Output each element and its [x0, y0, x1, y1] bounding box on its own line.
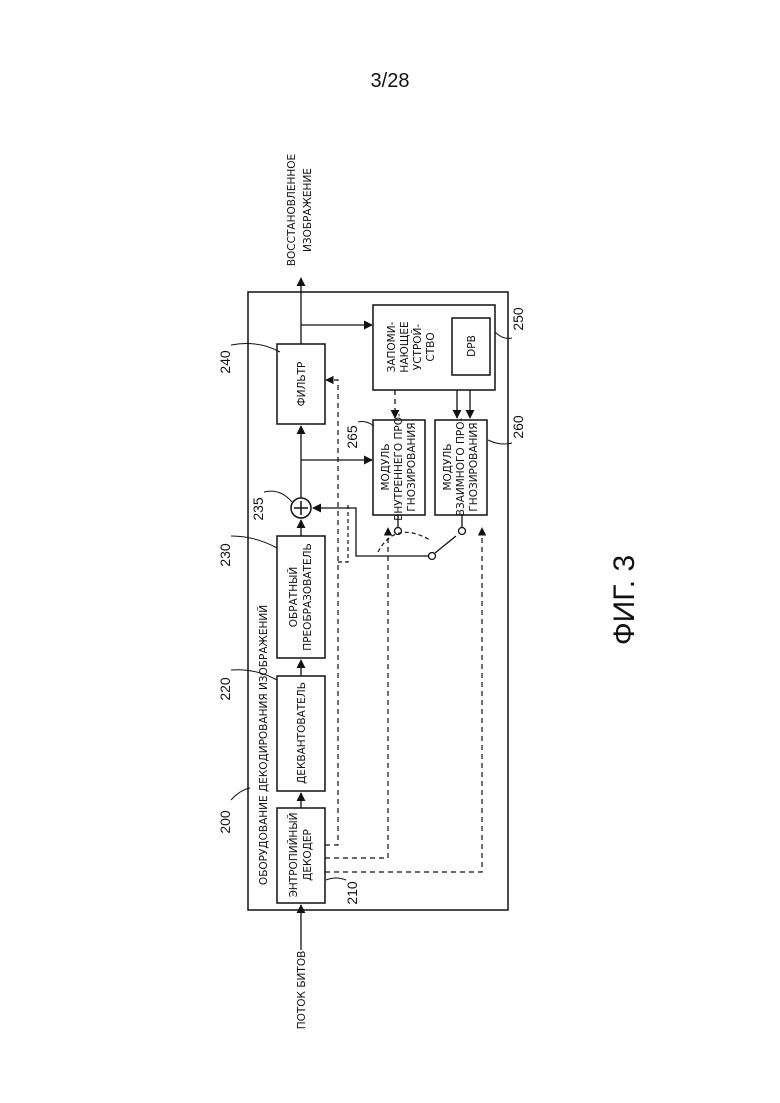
ref-260: 260: [510, 415, 526, 439]
svg-text:235: 235: [250, 497, 266, 521]
svg-text:ИЗОБРАЖЕНИЕ: ИЗОБРАЖЕНИЕ: [302, 168, 314, 252]
entropy-decoder-block: [277, 808, 325, 903]
svg-text:ЗАПОМИ-: ЗАПОМИ-: [386, 321, 398, 372]
svg-text:ЭНТРОПИЙНЫЙ: ЭНТРОПИЙНЫЙ: [287, 813, 300, 898]
svg-text:ОБРАТНЫЙ: ОБРАТНЫЙ: [287, 567, 300, 627]
ref-230: 230: [217, 543, 233, 567]
output-label: ВОССТАНОВЛЕННОЕ ИЗОБРАЖЕНИЕ: [286, 154, 314, 266]
ref-210: 210: [344, 881, 360, 905]
ref-220: 220: [217, 677, 233, 701]
inter-prediction-label: МОДУЛЬ ВЗАИМНОГО ПРО- ГНОЗИРОВАНИЯ: [442, 418, 480, 517]
svg-text:ГНОЗИРОВАНИЯ: ГНОЗИРОВАНИЯ: [468, 422, 480, 511]
svg-text:210: 210: [344, 881, 360, 905]
outer-box-200: [248, 292, 508, 910]
svg-text:200: 200: [217, 810, 233, 834]
svg-text:МОДУЛЬ: МОДУЛЬ: [442, 443, 454, 490]
svg-text:СТВО: СТВО: [425, 332, 437, 361]
svg-text:НАЮЩЕЕ: НАЮЩЕЕ: [399, 321, 411, 372]
figure-caption: ФИГ. 3: [595, 560, 655, 640]
svg-text:240: 240: [217, 350, 233, 374]
entropy-decoder-label: ЭНТРОПИЙНЫЙ ДЕКОДЕР: [287, 813, 314, 898]
dequantizer-label: ДЕКВАНТОВАТЕЛЬ: [296, 682, 308, 784]
svg-text:ВНУТРЕННЕГО ПРО-: ВНУТРЕННЕГО ПРО-: [393, 413, 405, 521]
svg-text:МОДУЛЬ: МОДУЛЬ: [380, 443, 392, 490]
svg-text:ДЕКВАНТОВАТЕЛЬ: ДЕКВАНТОВАТЕЛЬ: [296, 682, 308, 784]
svg-text:ДЕКОДЕР: ДЕКОДЕР: [302, 829, 314, 881]
svg-text:220: 220: [217, 677, 233, 701]
intra-prediction-label: МОДУЛЬ ВНУТРЕННЕГО ПРО- ГНОЗИРОВАНИЯ: [380, 413, 418, 521]
inverse-transformer-label: ОБРАТНЫЙ ПРЕОБРАЗОВАТЕЛЬ: [287, 543, 314, 650]
input-label: ПОТОК БИТОВ: [296, 951, 308, 1030]
svg-text:230: 230: [217, 543, 233, 567]
ref-250: 250: [510, 307, 526, 331]
svg-text:ОБОРУДОВАНИЕ ДЕКОДИРОВАНИЯ ИЗО: ОБОРУДОВАНИЕ ДЕКОДИРОВАНИЯ ИЗОБРАЖЕНИЙ: [257, 605, 270, 885]
ref-265: 265: [344, 425, 360, 449]
ref-200: 200: [217, 810, 233, 834]
svg-text:ФИЛЬТР: ФИЛЬТР: [296, 362, 308, 407]
dpb-label: DPB: [466, 335, 478, 357]
ref-240: 240: [217, 350, 233, 374]
outer-box-title: ОБОРУДОВАНИЕ ДЕКОДИРОВАНИЯ ИЗОБРАЖЕНИЙ: [257, 605, 270, 885]
filter-label: ФИЛЬТР: [296, 362, 308, 407]
svg-text:265: 265: [344, 425, 360, 449]
svg-text:ГНОЗИРОВАНИЯ: ГНОЗИРОВАНИЯ: [406, 422, 418, 511]
svg-text:260: 260: [510, 415, 526, 439]
svg-text:ПОТОК БИТОВ: ПОТОК БИТОВ: [296, 951, 308, 1030]
svg-text:DPB: DPB: [466, 335, 478, 357]
svg-text:ВЗАИМНОГО ПРО-: ВЗАИМНОГО ПРО-: [455, 418, 467, 517]
memory-label: ЗАПОМИ- НАЮЩЕЕ УСТРОЙ- СТВО: [386, 321, 437, 372]
svg-text:ПРЕОБРАЗОВАТЕЛЬ: ПРЕОБРАЗОВАТЕЛЬ: [302, 543, 314, 650]
ref-235: 235: [250, 497, 266, 521]
inverse-transformer-block: [277, 536, 325, 658]
svg-text:250: 250: [510, 307, 526, 331]
svg-text:УСТРОЙ-: УСТРОЙ-: [411, 324, 424, 371]
svg-text:ВОССТАНОВЛЕННОЕ: ВОССТАНОВЛЕННОЕ: [286, 154, 298, 266]
